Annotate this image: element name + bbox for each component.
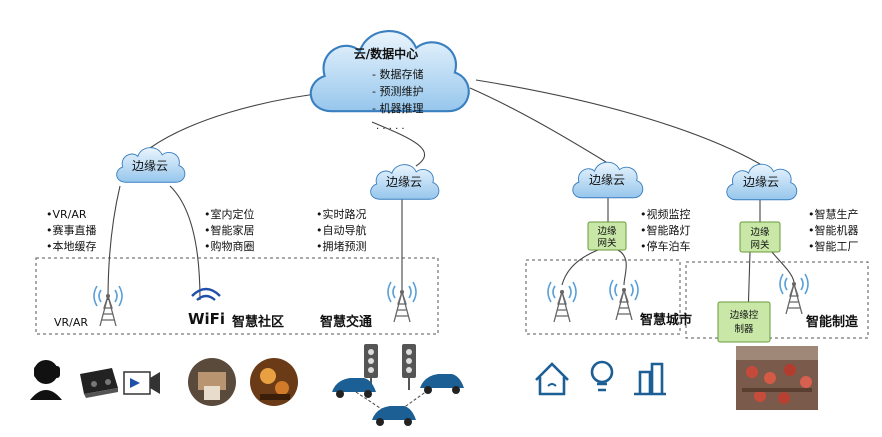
shopping-photo-icon — [250, 358, 298, 406]
zone-box-manufacturing — [685, 261, 869, 339]
feature-item: •本地缓存 — [46, 239, 97, 253]
car-icon — [420, 374, 464, 394]
home-photo-icon — [188, 358, 236, 406]
feature-list-vrar: •VR/AR •赛事直播 •本地缓存 — [46, 208, 97, 253]
feature-item: •智能家居 — [204, 223, 255, 237]
feature-list-traffic: •实时路况 •自动导航 •拥堵预测 — [316, 207, 367, 253]
edge-controller: 边缘控 制器 — [717, 301, 771, 343]
feature-list-manufacturing: •智慧生产 •智能机器 •智能工厂 — [808, 207, 859, 253]
zone-label-manufacturing: 智能制造 — [806, 314, 859, 330]
feature-item: •实时路况 — [316, 207, 367, 221]
feature-item: •赛事直播 — [46, 223, 97, 237]
smart-lightbulb-icon — [580, 354, 624, 398]
gateway-label: 边缘 — [597, 225, 617, 237]
feature-item: •视频监控 — [640, 207, 691, 221]
data-center-item: - 机器推理 — [372, 101, 423, 115]
feature-item: •拥堵预测 — [316, 239, 367, 253]
vr-goggles-icon — [80, 368, 118, 398]
data-center-item: - 数据存储 — [372, 67, 423, 81]
feature-item: •智能路灯 — [640, 223, 691, 237]
feature-item: •智能工厂 — [808, 239, 859, 253]
zone-label-community: 智慧社区 — [232, 314, 284, 330]
feature-item: •VR/AR — [46, 208, 87, 221]
controller-label: 边缘控 — [730, 309, 759, 321]
zone-box-community-traffic — [35, 257, 439, 335]
edge-cloud-label: 边缘云 — [386, 175, 422, 189]
smart-home-icon — [530, 354, 574, 398]
car-icon — [372, 406, 416, 426]
edge-cloud-label: 边缘云 — [132, 159, 168, 173]
connection-lines — [107, 79, 795, 319]
edge-cloud-1: 边缘云 — [116, 147, 186, 183]
data-center-title: 云/数据中心 — [354, 46, 418, 61]
feature-item: •停车泊车 — [640, 239, 691, 253]
zone-label-vrar: VR/AR — [54, 316, 88, 329]
feature-item: •智慧生产 — [808, 207, 859, 221]
zone-label-city: 智慧城市 — [640, 312, 692, 328]
traffic-light-icon — [364, 344, 378, 390]
wifi-label: WiFi — [188, 310, 225, 328]
feature-item: •自动导航 — [316, 223, 367, 237]
factory-floor-photo-icon — [736, 346, 818, 410]
smart-building-icon — [628, 354, 672, 398]
data-center-cloud: 云/数据中心 - 数据存储 - 预测维护 - 机器推理 — [309, 29, 470, 115]
edge-cloud-4: 边缘云 — [726, 163, 798, 201]
video-camera-icon — [123, 371, 160, 395]
feature-item: •智能机器 — [808, 223, 859, 237]
traffic-light-icon — [402, 344, 416, 390]
zone-label-traffic: 智慧交通 — [320, 314, 372, 330]
feature-item: •室内定位 — [204, 207, 255, 221]
ellipsis-dots: · · · · · — [376, 124, 405, 135]
gateway-label: 网关 — [597, 237, 617, 249]
data-center-item: - 预测维护 — [372, 84, 423, 98]
controller-label: 制器 — [734, 323, 754, 335]
edge-gateway-city: 边缘 网关 — [587, 221, 627, 251]
cell-tower-icon — [547, 281, 577, 323]
feature-list-city: •视频监控 •智能路灯 •停车泊车 — [640, 207, 691, 253]
edge-cloud-label: 边缘云 — [743, 175, 779, 189]
feature-item: •购物商圈 — [204, 239, 255, 253]
cell-tower-icon — [609, 279, 639, 321]
edge-cloud-3: 边缘云 — [572, 161, 644, 199]
car-icon — [332, 378, 376, 398]
gateway-label: 边缘 — [750, 226, 770, 238]
feature-list-community: •室内定位 •智能家居 •购物商圈 — [204, 207, 255, 253]
edge-gateway-manufacturing: 边缘 网关 — [739, 221, 781, 253]
vr-headset-person-icon — [30, 360, 62, 400]
edge-cloud-2: 边缘云 — [370, 164, 440, 200]
gateway-label: 网关 — [750, 239, 770, 251]
wifi-icon — [191, 287, 221, 301]
edge-cloud-label: 边缘云 — [589, 173, 625, 187]
